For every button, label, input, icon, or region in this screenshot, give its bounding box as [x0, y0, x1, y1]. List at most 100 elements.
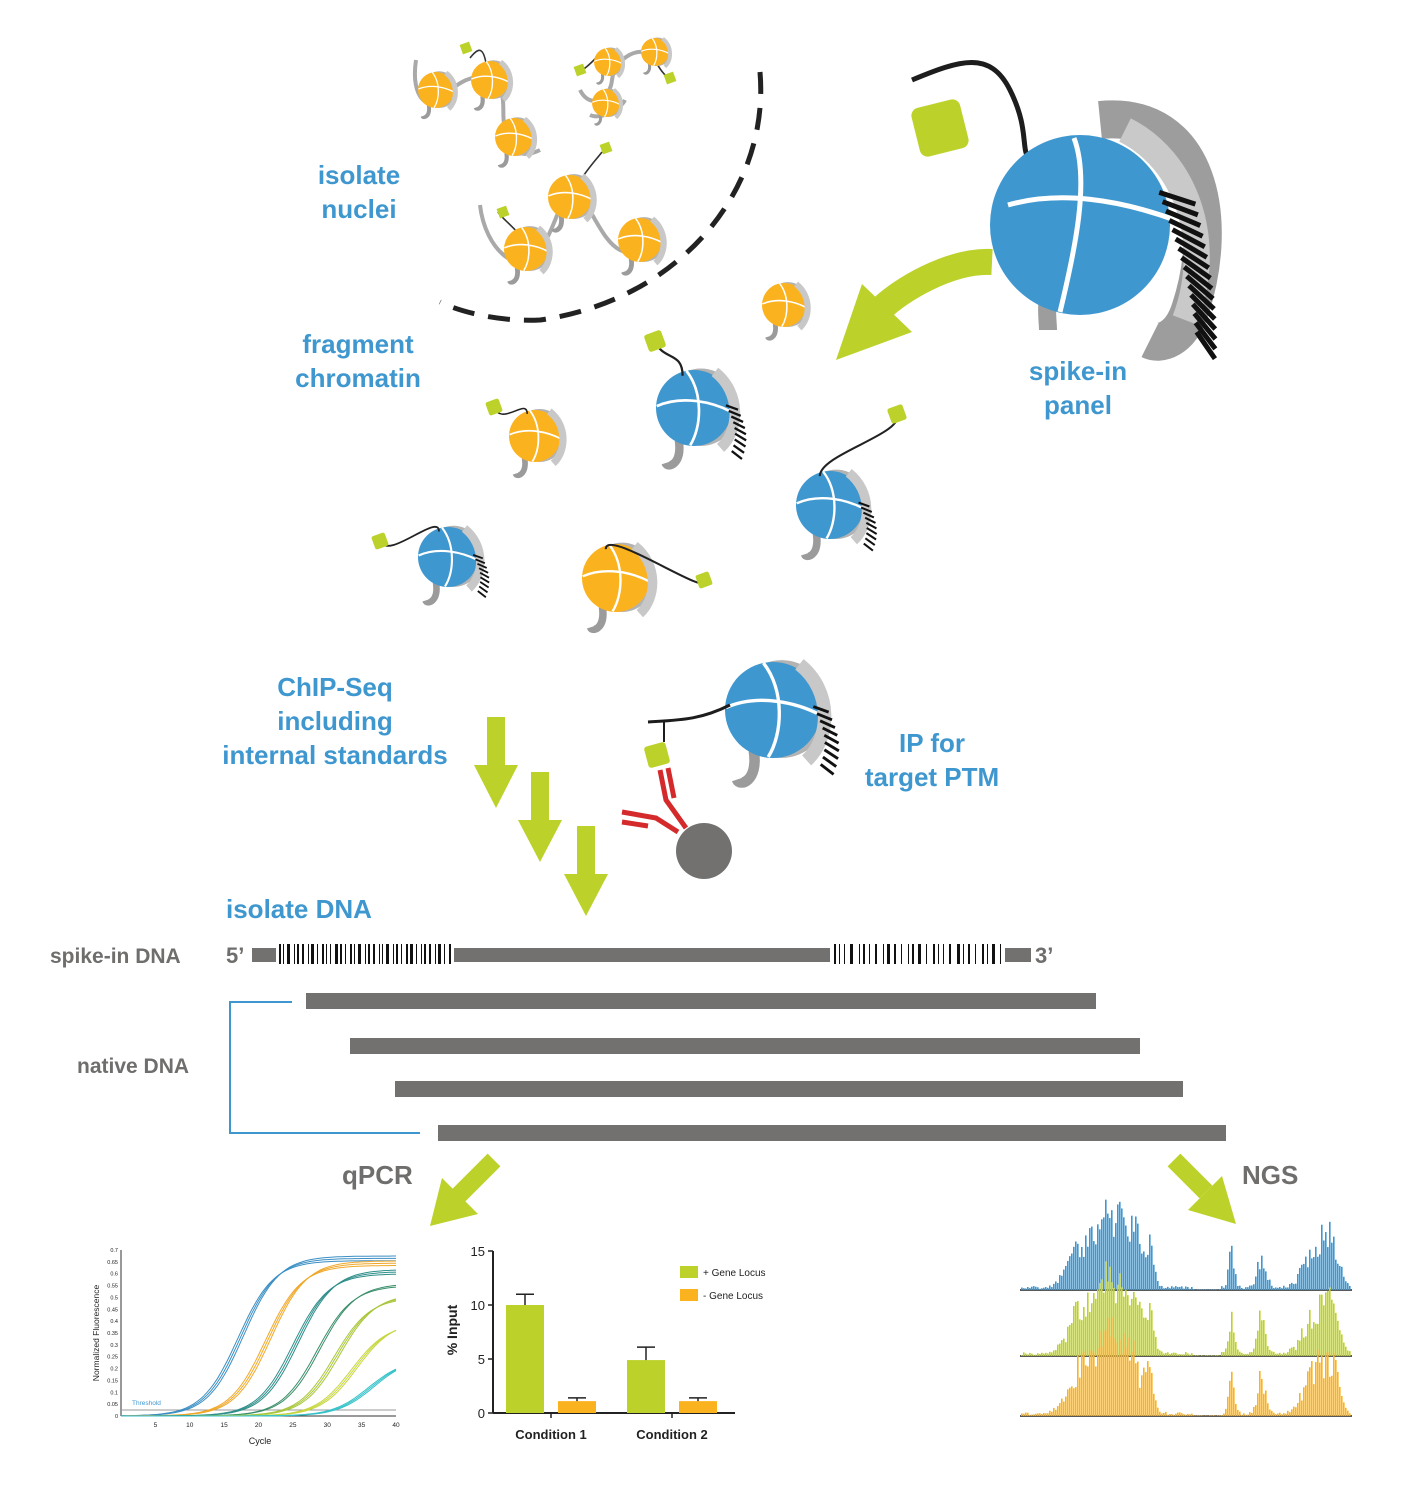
ngs-coverage-bar: [1321, 1224, 1323, 1290]
native-dna-bars: [306, 993, 1226, 1141]
ngs-coverage-bar: [1279, 1287, 1281, 1290]
ngs-coverage-bar: [1331, 1375, 1333, 1416]
ngs-coverage-bar: [1327, 1352, 1329, 1416]
ngs-coverage-bar: [1117, 1284, 1119, 1356]
ngs-coverage-bar: [1319, 1294, 1321, 1356]
ngs-coverage-bar: [1285, 1353, 1287, 1356]
ngs-coverage-bar: [1131, 1298, 1133, 1356]
ngs-coverage-bar: [1069, 1256, 1071, 1290]
ngs-coverage-bar: [1085, 1365, 1087, 1416]
legend-swatch: [680, 1266, 698, 1278]
ngs-coverage-bar: [1119, 1339, 1121, 1416]
ngs-coverage-bar: [1195, 1355, 1197, 1356]
ngs-coverage-bar: [1073, 1388, 1075, 1416]
ngs-coverage-bar: [1129, 1305, 1131, 1356]
ngs-coverage-bar: [1315, 1246, 1317, 1290]
ngs-coverage-bar: [1029, 1414, 1031, 1416]
legend-swatch: [680, 1289, 698, 1301]
amp-x-tick: 30: [324, 1422, 332, 1429]
ngs-coverage-bar: [1113, 1338, 1115, 1416]
ngs-coverage-bar: [1039, 1288, 1041, 1290]
ngs-coverage-bar: [1083, 1307, 1085, 1356]
ngs-coverage-bar: [1299, 1392, 1301, 1416]
ngs-coverage-bar: [1321, 1355, 1323, 1416]
ngs-coverage-bar: [1339, 1330, 1341, 1356]
ngs-coverage-bar: [1079, 1319, 1081, 1356]
ngs-coverage-bar: [1199, 1289, 1201, 1290]
ngs-coverage-bar: [1139, 1243, 1141, 1290]
ngs-coverage-bar: [1087, 1246, 1089, 1290]
label-isolate-dna: isolate DNA: [226, 894, 372, 924]
ngs-coverage-bar: [1099, 1229, 1101, 1290]
ngs-coverage-bar: [1255, 1405, 1257, 1416]
ngs-coverage-bar: [1223, 1287, 1225, 1290]
ngs-coverage-bar: [1057, 1406, 1059, 1416]
ngs-coverage-bar: [1093, 1241, 1095, 1290]
ngs-coverage-bar: [1171, 1414, 1173, 1416]
ngs-coverage-bar: [1201, 1289, 1203, 1290]
ngs-coverage-bar: [1269, 1279, 1271, 1290]
ngs-coverage-bar: [1045, 1413, 1047, 1416]
ngs-tracks: [1020, 1199, 1352, 1417]
ngs-coverage-bar: [1245, 1287, 1247, 1290]
amp-x-axis-label: Cycle: [249, 1436, 272, 1446]
ngs-coverage-bar: [1333, 1236, 1335, 1290]
ngs-coverage-bar: [1149, 1303, 1151, 1356]
ngs-coverage-bar: [1133, 1231, 1135, 1290]
ngs-coverage-bar: [1305, 1336, 1307, 1356]
bar-category-label: Condition 2: [636, 1427, 708, 1442]
ngs-coverage-bar: [1253, 1348, 1255, 1356]
ngs-coverage-bar: [1057, 1283, 1059, 1290]
ngs-coverage-bar: [1063, 1401, 1065, 1416]
ngs-coverage-bar: [1169, 1354, 1171, 1356]
ngs-coverage-bar: [1089, 1350, 1091, 1416]
ngs-coverage-bar: [1177, 1412, 1179, 1416]
ngs-coverage-bar: [1029, 1352, 1031, 1356]
ngs-coverage-bar: [1209, 1289, 1211, 1290]
ngs-coverage-bar: [1185, 1286, 1187, 1290]
ngs-coverage-bar: [1187, 1353, 1189, 1356]
ngs-coverage-bar: [1109, 1336, 1111, 1416]
ngs-coverage-bar: [1307, 1323, 1309, 1356]
ngs-coverage-bar: [1037, 1413, 1039, 1416]
ngs-coverage-bar: [1253, 1406, 1255, 1416]
ngs-coverage-bar: [1137, 1361, 1139, 1416]
ngs-coverage-bar: [1215, 1289, 1217, 1290]
ngs-coverage-bar: [1247, 1287, 1249, 1290]
ngs-coverage-bar: [1273, 1351, 1275, 1356]
spike-in-dna-bar: [252, 944, 1031, 964]
ngs-coverage-bar: [1167, 1414, 1169, 1416]
ngs-coverage-bar: [1033, 1286, 1035, 1290]
ngs-coverage-bar: [1229, 1380, 1231, 1416]
ngs-coverage-bar: [1057, 1344, 1059, 1356]
amp-curve: [121, 1329, 397, 1417]
ngs-coverage-bar: [1097, 1348, 1099, 1416]
ngs-coverage-bar: [1343, 1402, 1345, 1416]
ngs-coverage-bar: [1099, 1330, 1101, 1416]
ngs-coverage-bar: [1065, 1342, 1067, 1356]
ngs-coverage-bar: [1317, 1350, 1319, 1416]
ngs-coverage-bar: [1265, 1390, 1267, 1416]
ngs-coverage-bar: [1095, 1366, 1097, 1416]
amp-y-tick: 0.1: [110, 1390, 118, 1396]
ngs-coverage-bar: [1181, 1413, 1183, 1416]
ngs-coverage-bar: [1267, 1279, 1269, 1290]
ngs-coverage-bar: [1315, 1361, 1317, 1416]
ngs-coverage-bar: [1231, 1371, 1233, 1416]
ngs-coverage-bar: [1053, 1350, 1055, 1356]
ngs-coverage-bar: [1161, 1351, 1163, 1356]
ngs-coverage-bar: [1327, 1247, 1329, 1290]
ngs-coverage-bar: [1085, 1316, 1087, 1356]
ngs-coverage-bar: [1223, 1352, 1225, 1356]
ngs-coverage-bar: [1097, 1289, 1099, 1356]
label-spike-in-dna: spike-in DNA: [50, 945, 181, 968]
ngs-coverage-bar: [1149, 1234, 1151, 1290]
ngs-coverage-bar: [1339, 1265, 1341, 1290]
bar: [679, 1401, 717, 1413]
ngs-coverage-bar: [1289, 1284, 1291, 1290]
ngs-coverage-bar: [1169, 1288, 1171, 1290]
qpcr-amplification-plot: 00.050.10.150.20.250.30.350.40.450.50.55…: [107, 1248, 400, 1429]
ngs-coverage-bar: [1047, 1353, 1049, 1356]
ngs-coverage-bar: [1047, 1287, 1049, 1290]
ip-complex: [644, 659, 840, 788]
